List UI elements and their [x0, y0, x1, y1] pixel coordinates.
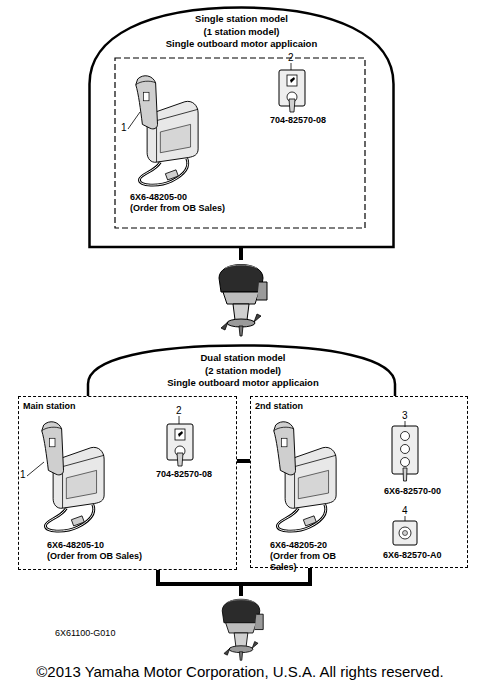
- part-number: 704-82570-08: [156, 469, 212, 480]
- harness-connector: [237, 459, 250, 463]
- title-block: Main station: [23, 401, 173, 412]
- switch-panel: [393, 521, 417, 545]
- leader-lines: [27, 63, 405, 521]
- harness-wire: [239, 584, 243, 596]
- order-note: (Order from OB Sales): [47, 551, 142, 562]
- outboard-motor: [219, 265, 267, 337]
- part-number: 6X6-48205-00: [130, 192, 187, 203]
- callout-number: 4: [402, 505, 408, 516]
- leader-line: [405, 516, 406, 521]
- callout-number: 3: [402, 410, 408, 421]
- model-title: Single outboard motor applicaion: [88, 38, 395, 51]
- title-block: Dual station model(2 station model)Singl…: [14, 352, 472, 390]
- remote-control-box: [274, 422, 336, 531]
- harness-wire: [239, 248, 243, 260]
- part-number: 704-82570-08: [270, 115, 326, 126]
- title-block: 2nd station: [255, 401, 405, 412]
- title-block: Single station model(1 station model)Sin…: [88, 13, 395, 51]
- model-title: (2 station model): [14, 365, 472, 378]
- callout-number: 1: [20, 469, 26, 480]
- remote-control-box: [136, 76, 198, 185]
- part-number: 6X6-48205-20: [270, 540, 327, 551]
- leader-line: [128, 112, 140, 129]
- drawing-code: 6X61100-G010: [55, 628, 115, 639]
- callout-number: 2: [288, 52, 294, 63]
- station-dome: Main station 2nd station Dual station mode…: [14, 344, 472, 572]
- model-title: Single outboard motor applicaion: [14, 377, 472, 390]
- part-number: 6X6-82570-A0: [383, 550, 442, 561]
- order-note: (Order from OB Sales): [130, 203, 225, 214]
- station-title: 2nd station: [255, 401, 405, 412]
- dashed-group-box: [115, 58, 365, 228]
- order-note: (Order from OB Sales): [270, 551, 348, 573]
- model-title: Dual station model: [14, 352, 472, 365]
- model-title: Single station model: [88, 13, 395, 26]
- leader-line: [405, 421, 406, 427]
- switch-panel: [279, 70, 305, 112]
- station-title: Main station: [23, 401, 173, 412]
- callout-number: 2: [176, 405, 182, 416]
- outboard-motor: [222, 599, 263, 660]
- remote-control-box: [42, 422, 104, 531]
- model-title: (1 station model): [88, 26, 395, 39]
- switch-panel: [392, 426, 418, 481]
- callout-number: 1: [121, 122, 127, 133]
- part-number: 6X6-82570-00: [384, 486, 441, 497]
- leader-line: [179, 416, 180, 424]
- switch-panel: [167, 424, 193, 466]
- part-number: 6X6-48205-10: [47, 540, 104, 551]
- leader-line: [27, 462, 44, 476]
- leader-line: [291, 63, 292, 70]
- copyright-caption: ©2013 Yamaha Motor Corporation, U.S.A. A…: [0, 663, 480, 680]
